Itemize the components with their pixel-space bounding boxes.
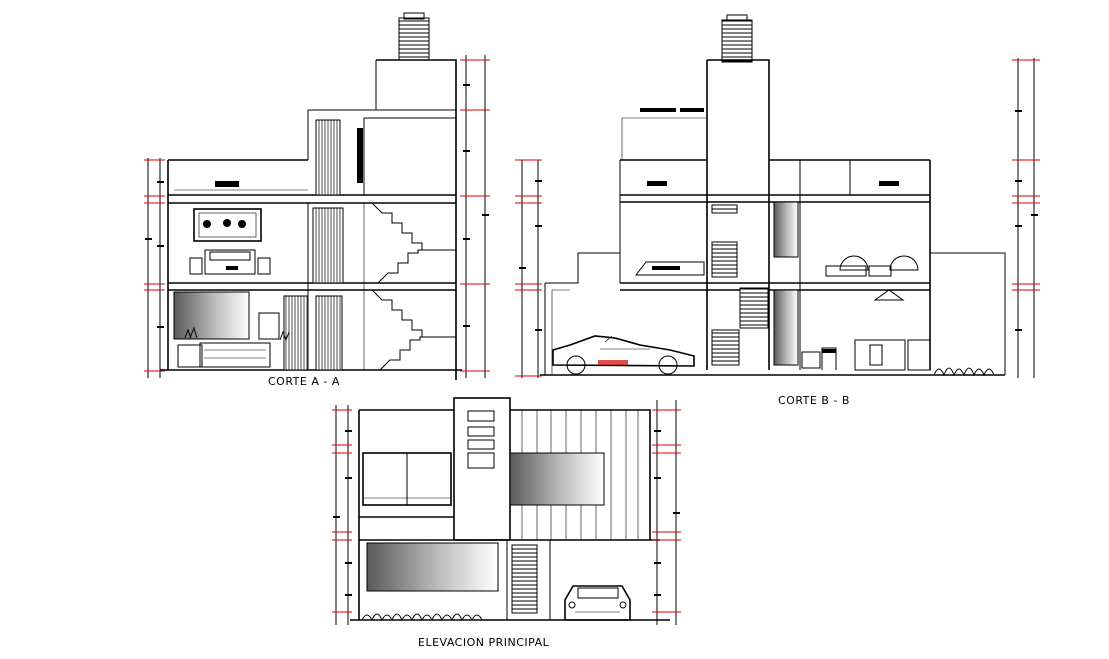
elevation-title: ELEVACION PRINCIPAL [418,636,550,649]
water-tank-icon [721,14,753,63]
dimension-line-right-elev [652,400,681,625]
car-front-icon [564,585,631,621]
section-b-drawing [515,14,1040,378]
dimension-line-left-a [144,158,165,378]
dimension-line-right-a [460,55,490,378]
section-a-drawing [144,12,490,380]
car-side-icon [552,335,695,375]
dimension-line-right-b [1012,58,1040,378]
dimension-line-left-elev [332,405,352,625]
dimension-line-left-b [515,159,542,378]
water-tank-icon [398,12,430,61]
section-a-title: CORTE A - A [268,375,340,388]
section-b-title: CORTE B - B [778,394,850,407]
front-elevation-drawing [332,397,681,625]
